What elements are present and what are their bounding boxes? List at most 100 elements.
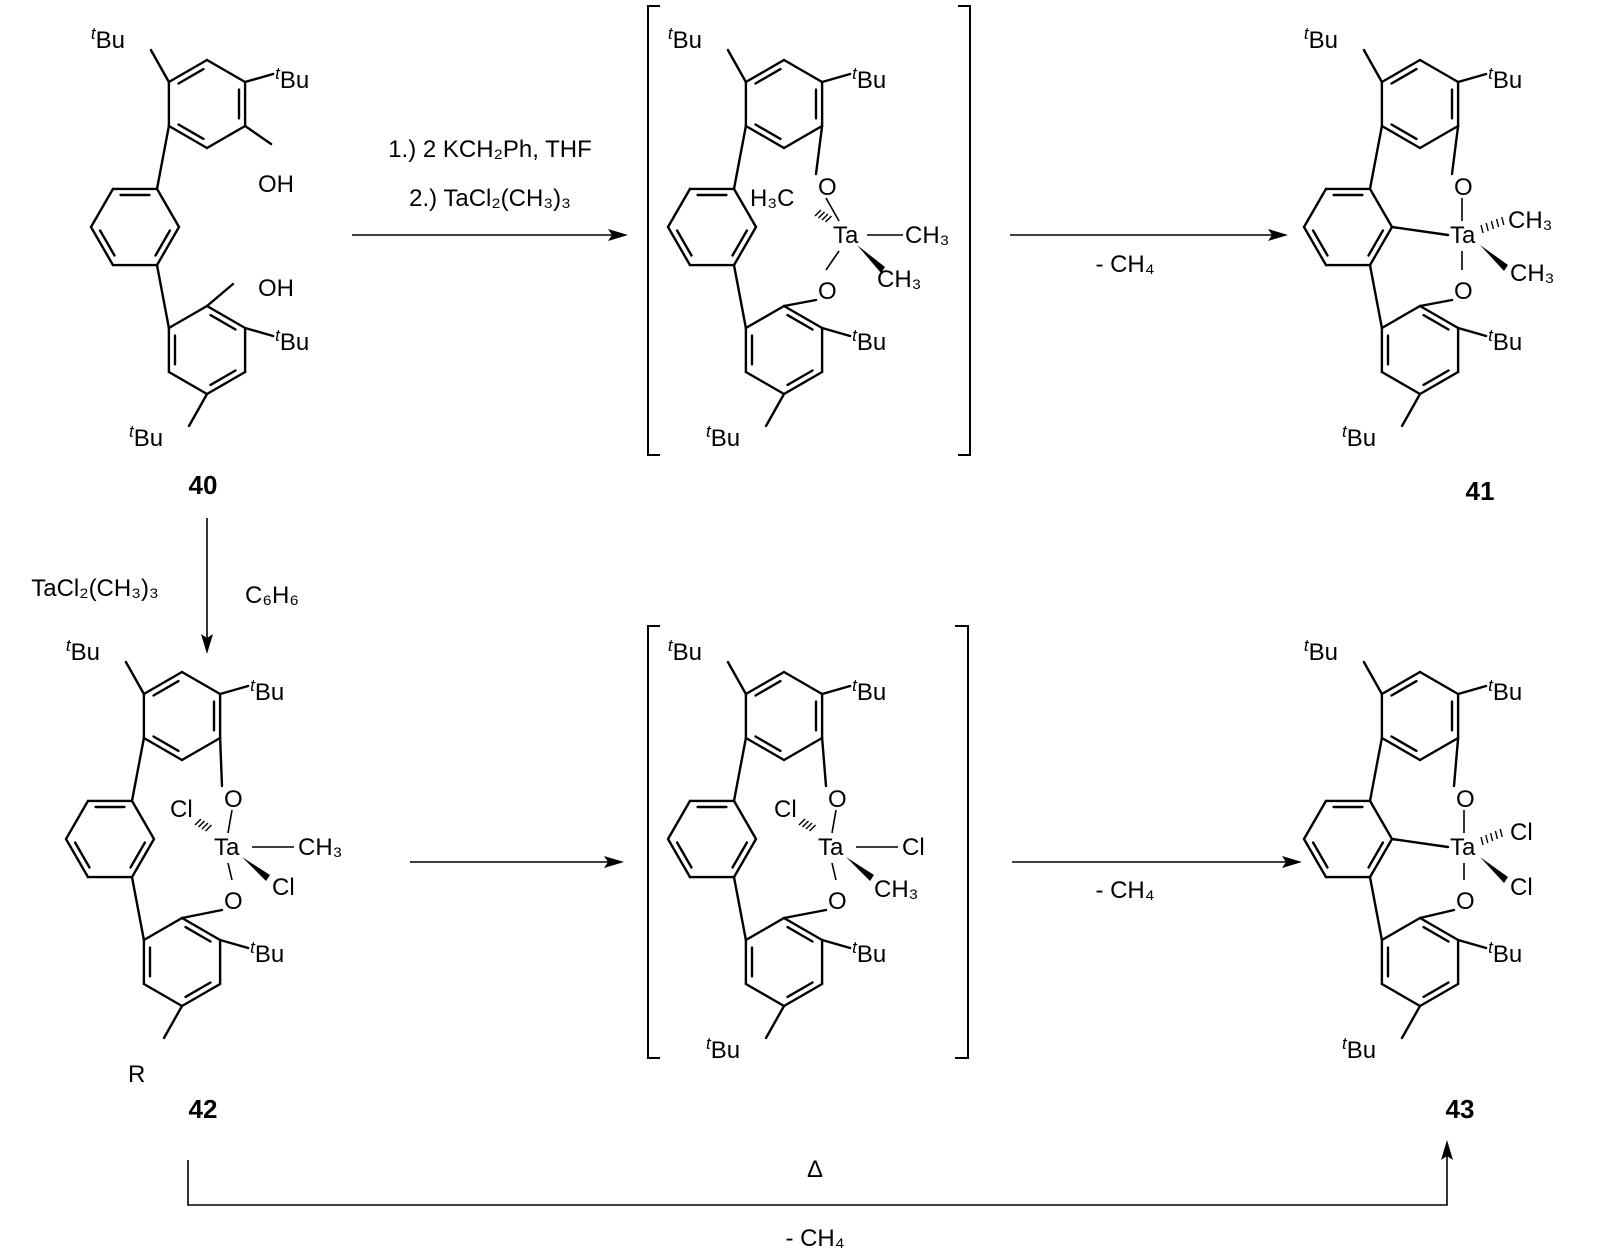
aryl-aryl-bond xyxy=(130,736,146,803)
ring-bond xyxy=(744,982,786,1008)
condition-reagent-left: TaCl₂(CH₃)₃ xyxy=(31,575,159,602)
ring-double-bond xyxy=(1422,981,1450,999)
ring-double-bond xyxy=(786,981,814,999)
tert-butyl-bond xyxy=(1400,1004,1422,1040)
condition-step1-line2: 2.) TaCl₂(CH₃)₃ xyxy=(409,185,571,212)
ring-bond xyxy=(130,837,156,879)
ring-bond xyxy=(1368,837,1394,879)
methyl-label: CH₃ xyxy=(877,266,921,293)
aryl-oxygen-bond xyxy=(1418,908,1456,920)
tantalum-atom: Ta xyxy=(214,834,240,861)
methyl-label: CH₃ xyxy=(874,876,918,903)
ta-carbon-bond xyxy=(1390,225,1450,237)
oxygen-atom: O xyxy=(224,786,243,813)
ring-double-bond xyxy=(754,123,782,141)
tantalum-atom: Ta xyxy=(818,834,844,861)
arrow-layer xyxy=(187,229,1453,1206)
tert-butyl-bond xyxy=(243,326,275,338)
aryl-aryl-bond xyxy=(155,124,171,191)
ring-bond xyxy=(732,225,758,267)
ta-oxygen-bond xyxy=(825,250,840,271)
ring-bond xyxy=(1302,187,1328,229)
oxygen-atom: O xyxy=(818,174,837,201)
oxygen-atom: O xyxy=(1454,174,1473,201)
tert-butyl-label: tBu xyxy=(66,636,100,666)
tantalum-atom: Ta xyxy=(833,222,859,249)
aryl-oxygen-bond xyxy=(1452,736,1460,788)
ring-double-bond xyxy=(786,925,814,943)
hashed-bond-line xyxy=(798,818,806,826)
ring-bond xyxy=(782,916,824,942)
wedge-bond xyxy=(242,857,270,881)
tert-butyl-bond xyxy=(149,48,171,84)
tert-butyl-label: tBu xyxy=(1342,422,1376,452)
ring-bond xyxy=(1418,304,1460,330)
ring-bond xyxy=(1418,670,1460,696)
ring-bond xyxy=(1302,837,1328,879)
oxygen-atom: O xyxy=(828,888,847,915)
ring-bond xyxy=(1418,736,1460,762)
ring-double-bond xyxy=(184,925,212,943)
ring-double-bond xyxy=(1390,67,1418,85)
ring-bond xyxy=(782,982,824,1008)
ring-bond xyxy=(142,670,184,696)
ring-bond xyxy=(167,304,209,330)
ring-double-bond xyxy=(786,313,814,331)
tert-butyl-bond xyxy=(820,684,852,696)
aryl-oxygen-bond xyxy=(180,908,224,920)
tert-butyl-bond xyxy=(764,392,786,428)
ring-bond xyxy=(744,58,786,84)
tert-butyl-label: tBu xyxy=(275,64,309,94)
ring-double-bond xyxy=(1422,369,1450,387)
chloride-label: Cl xyxy=(1510,874,1533,901)
chloride-label: Cl xyxy=(902,834,925,861)
hashed-bond-line xyxy=(198,820,205,828)
hydroxy-group: OH xyxy=(258,171,294,198)
aryl-oxygen-bond xyxy=(820,736,828,788)
hashed-bond-line xyxy=(1499,828,1503,838)
ring-double-bond xyxy=(754,67,782,85)
right-bracket xyxy=(958,5,971,456)
ring-bond xyxy=(782,736,824,762)
wedge-bond xyxy=(1480,857,1508,883)
hashed-bond-line xyxy=(201,822,209,830)
tert-butyl-label: tBu xyxy=(129,422,163,452)
ring-bond xyxy=(1380,982,1422,1008)
oxygen-atom: O xyxy=(1454,278,1473,305)
ring-bond xyxy=(744,670,786,696)
ring-bond xyxy=(205,124,247,150)
chloride-label: Cl xyxy=(272,874,295,901)
condition-loss-methane-top: - CH₄ xyxy=(1095,251,1154,278)
tert-butyl-label: tBu xyxy=(852,938,886,968)
tert-butyl-label: tBu xyxy=(1342,1034,1376,1064)
ring-bond xyxy=(1302,225,1328,267)
ring-bond xyxy=(180,736,222,762)
tert-butyl-bond xyxy=(726,48,748,84)
aryl-oxygen-bond xyxy=(1418,298,1454,308)
ring-bond xyxy=(142,982,184,1008)
ring-double-bond xyxy=(154,229,172,257)
compound-label-41: 41 xyxy=(1466,476,1495,506)
ring-bond xyxy=(1380,304,1422,330)
ring-bond xyxy=(666,225,692,267)
right-bracket xyxy=(955,625,969,1059)
ta-oxygen-bond xyxy=(825,197,840,222)
ring-bond xyxy=(744,736,786,762)
methyl-label: CH₃ xyxy=(1508,207,1552,234)
ring-bond xyxy=(732,799,758,841)
condition-loss-methane-bottom: - CH₄ xyxy=(785,1225,844,1252)
tert-butyl-bond xyxy=(726,660,748,696)
hashed-bond-line xyxy=(821,213,829,221)
aryl-oxygen-bond xyxy=(814,124,824,176)
tert-butyl-label: tBu xyxy=(1304,636,1338,666)
tert-butyl-bond xyxy=(1362,660,1384,696)
ring-bond xyxy=(782,370,824,396)
wedge-bond xyxy=(857,245,885,273)
ring-double-bond xyxy=(1367,841,1385,869)
ring-double-bond xyxy=(73,841,91,869)
tert-butyl-label: tBu xyxy=(1488,938,1522,968)
methyl-label: CH₃ xyxy=(298,834,342,861)
condition-loss-methane-middle: - CH₄ xyxy=(1095,877,1154,904)
ring-bond xyxy=(666,799,692,841)
